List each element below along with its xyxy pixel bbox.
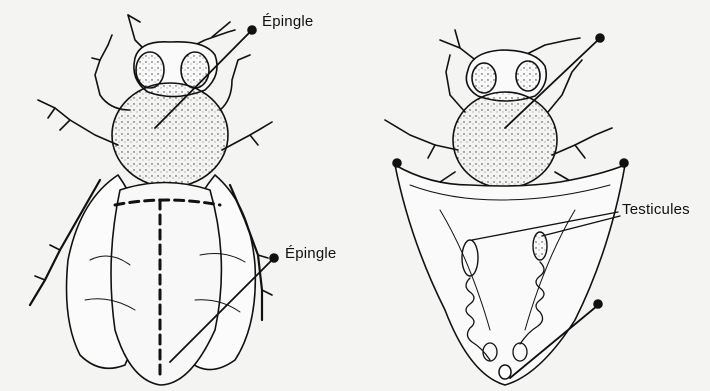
left-pin-bottom-head (270, 254, 278, 262)
left-mid-leg-left (38, 100, 118, 145)
right-flap-pin-right (620, 159, 628, 167)
right-front-leg-left (446, 55, 465, 112)
right-mid-leg-left (385, 120, 458, 150)
right-abdomen-opened (395, 165, 625, 385)
left-front-leg-right (220, 55, 250, 110)
pin-label-top: Épingle (262, 13, 313, 30)
right-bee-drawing (385, 30, 628, 385)
right-antenna-right (525, 38, 580, 55)
pin-label-bottom: Épingle (285, 245, 336, 262)
testis-right (533, 232, 547, 260)
left-front-leg-left (95, 45, 130, 110)
right-mid-leg-right (552, 128, 612, 155)
right-thorax (453, 92, 557, 188)
left-thorax (112, 83, 228, 187)
left-pin-top-head (248, 26, 256, 34)
endophallus (499, 365, 511, 379)
testes-label: Testicules (622, 201, 690, 218)
left-mid-leg-right (222, 122, 272, 150)
right-front-leg-right (548, 60, 582, 112)
left-bee-drawing (30, 15, 278, 385)
right-flap-pin-left (393, 159, 401, 167)
